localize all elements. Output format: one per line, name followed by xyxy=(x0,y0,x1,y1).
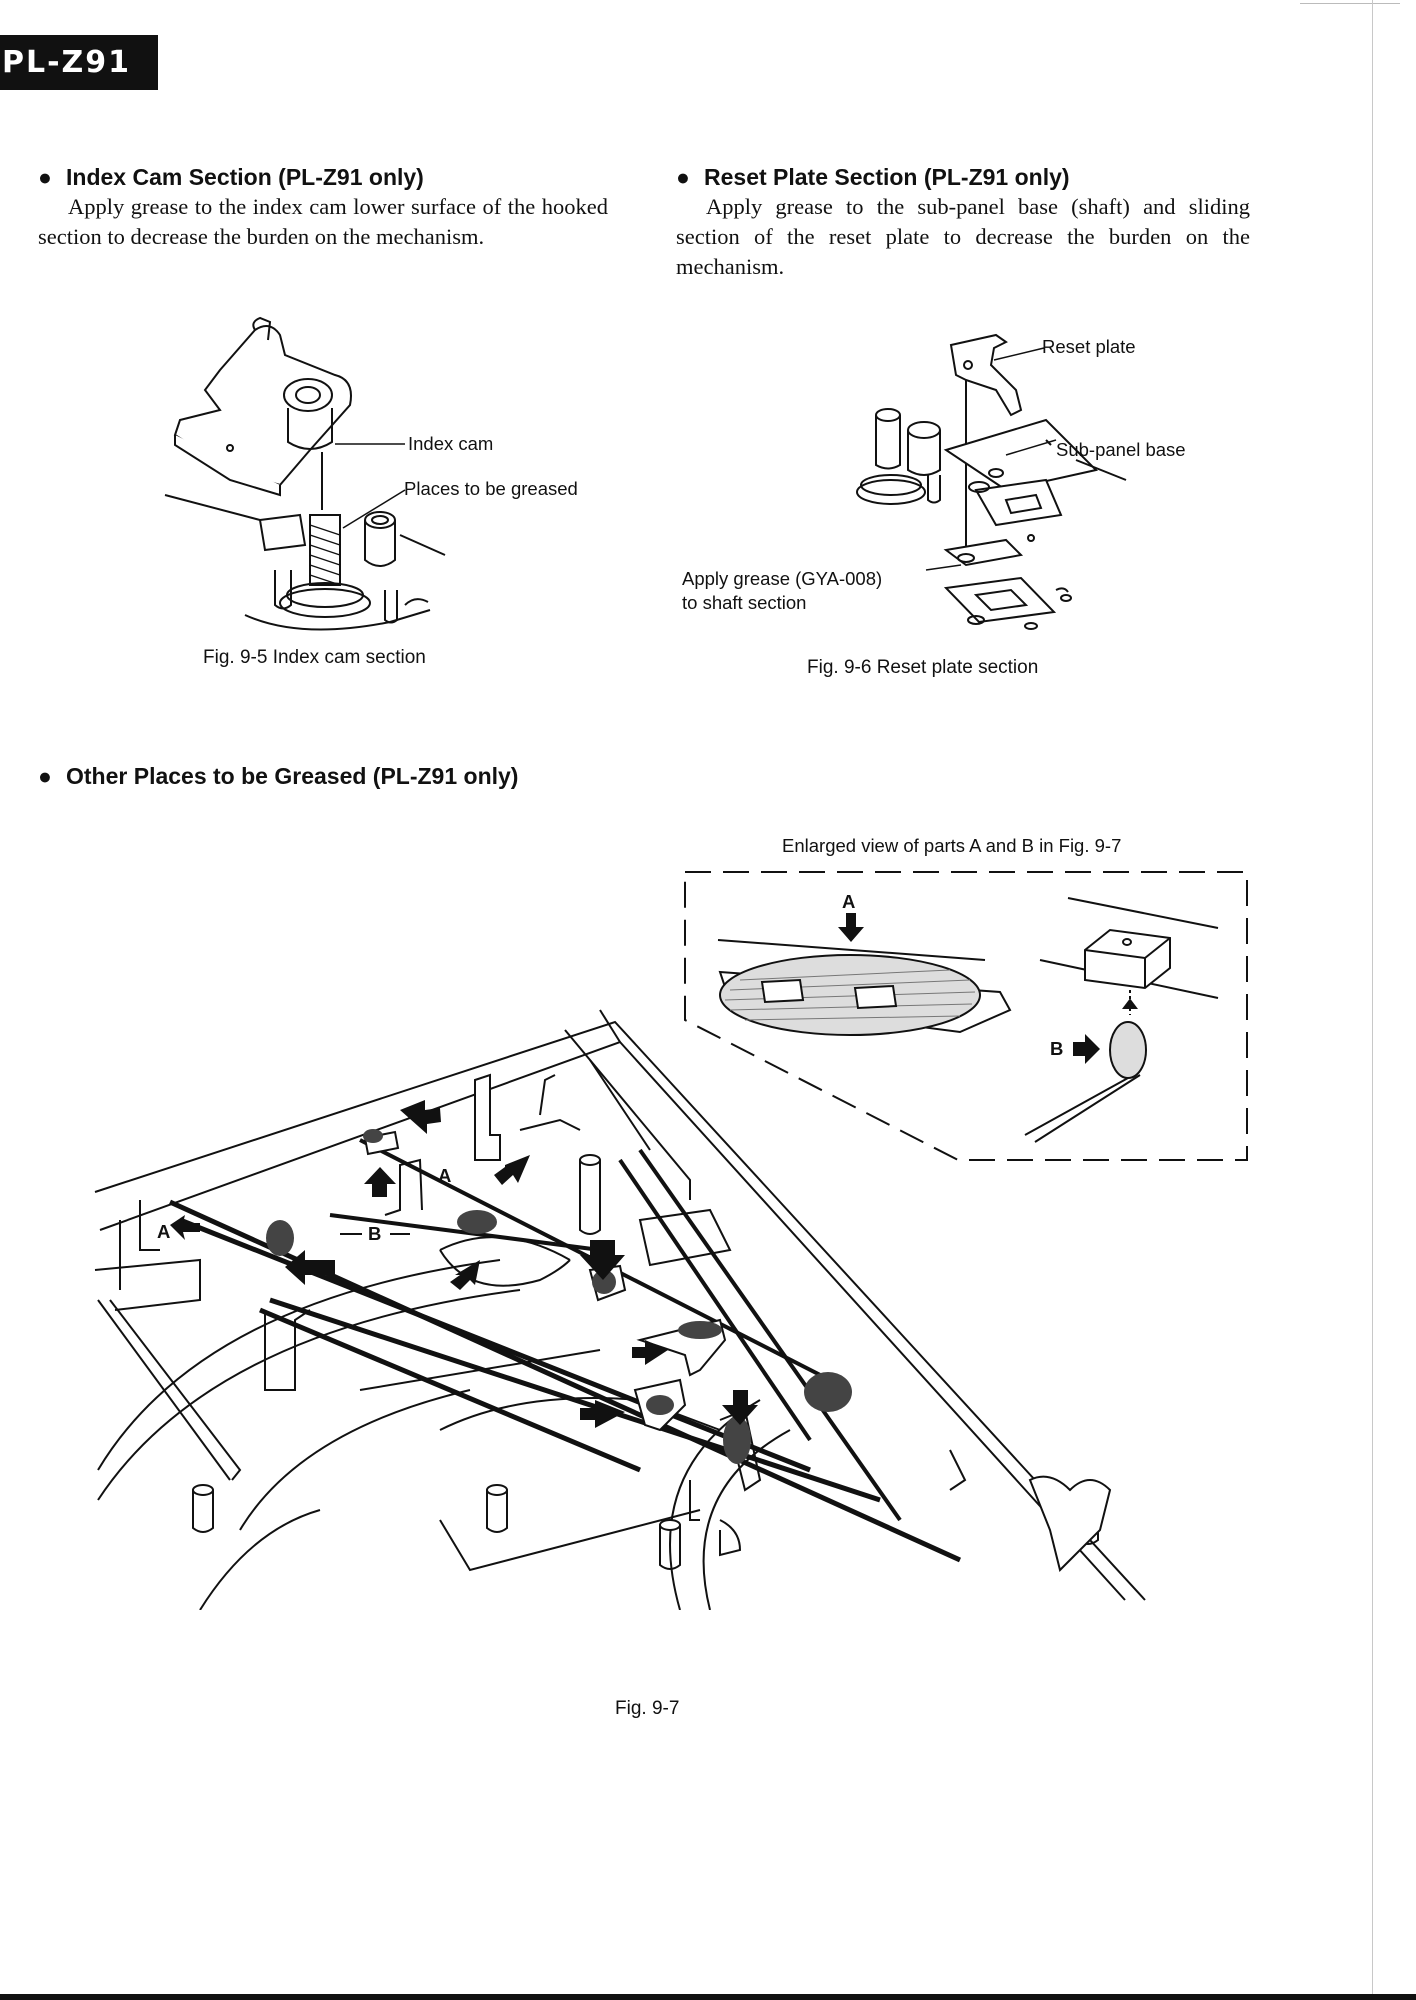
inset-part-a xyxy=(717,939,1012,1036)
mechanism-body xyxy=(94,1009,1146,1610)
turntable-mechanism-drawing: Enlarged view of parts A and B in Fig. 9… xyxy=(94,835,1248,1610)
page-bottom-bar xyxy=(0,1994,1416,2000)
label-sub-panel-base: Sub-panel base xyxy=(1056,439,1186,460)
arrow-up-right-icon xyxy=(450,1260,480,1290)
bullet-icon: ● xyxy=(38,164,52,190)
inset-part-b xyxy=(1024,897,1219,1143)
grease-arrows xyxy=(170,1100,758,1428)
arrow-left-icon xyxy=(400,1100,441,1134)
label-shaft-section: to shaft section xyxy=(682,592,806,613)
figure-index-cam: Index cam Places to be greased Fig. 9-5 … xyxy=(160,310,630,668)
label-apply-grease: Apply grease (GYA-008) xyxy=(682,568,882,589)
arrow-down-left-icon xyxy=(494,1155,530,1185)
label-a-left: A xyxy=(157,1221,170,1242)
arrow-down-icon xyxy=(580,1240,625,1280)
section-reset-plate-title: ●Reset Plate Section (PL-Z91 only) xyxy=(676,164,1070,190)
index-cam-drawing: Index cam Places to be greased xyxy=(164,316,578,631)
label-a-inset: A xyxy=(842,891,855,912)
label-places-to-be-greased: Places to be greased xyxy=(404,478,578,499)
figure-caption: Fig. 9-7 xyxy=(615,1698,680,1719)
section-reset-plate-body: Apply grease to the sub-panel base (shaf… xyxy=(676,194,1250,279)
reset-plate-drawing: Reset plate Sub-panel base Apply grease … xyxy=(682,333,1186,630)
arrow-right-icon xyxy=(170,1215,200,1240)
section-other-places-title: ●Other Places to be Greased (PL-Z91 only… xyxy=(38,763,519,789)
arrow-right-icon xyxy=(580,1400,625,1428)
arrow-up-icon xyxy=(364,1167,396,1197)
scan-rule-top xyxy=(1300,3,1400,4)
label-b-inset: B xyxy=(1050,1038,1063,1059)
scan-rule-right xyxy=(1372,0,1373,2000)
label-b-main: B xyxy=(368,1223,381,1244)
arrow-left-icon xyxy=(285,1250,335,1285)
figure-other-places: Enlarged view of parts A and B in Fig. 9… xyxy=(0,830,1416,1719)
arrow-down-icon xyxy=(722,1390,758,1425)
section-index-cam-body: Apply grease to the index cam lower surf… xyxy=(38,194,608,249)
label-a-upper: A xyxy=(438,1165,451,1186)
label-reset-plate: Reset plate xyxy=(1042,336,1136,357)
inset-frame xyxy=(684,871,1248,1161)
label-index-cam: Index cam xyxy=(408,433,493,454)
arrow-right-icon xyxy=(632,1340,668,1365)
figure-caption: Fig. 9-5 Index cam section xyxy=(203,647,426,668)
arrow-down-icon xyxy=(838,913,864,942)
bullet-icon: ● xyxy=(38,763,52,789)
arrow-right-icon xyxy=(1073,1034,1100,1064)
grease-spots xyxy=(266,1129,852,1464)
bullet-icon: ● xyxy=(676,164,690,190)
inset-title: Enlarged view of parts A and B in Fig. 9… xyxy=(782,835,1121,856)
section-reset-plate: ●Reset Plate Section (PL-Z91 only) Apply… xyxy=(676,162,1250,282)
section-index-cam: ●Index Cam Section (PL-Z91 only) Apply g… xyxy=(38,162,608,252)
model-tab: PL-Z91 xyxy=(0,35,158,90)
section-index-cam-title: ●Index Cam Section (PL-Z91 only) xyxy=(38,164,424,190)
figure-reset-plate: Reset plate Sub-panel base Apply grease … xyxy=(676,320,1236,678)
section-other-places: ●Other Places to be Greased (PL-Z91 only… xyxy=(38,761,738,791)
figure-caption: Fig. 9-6 Reset plate section xyxy=(807,657,1039,678)
